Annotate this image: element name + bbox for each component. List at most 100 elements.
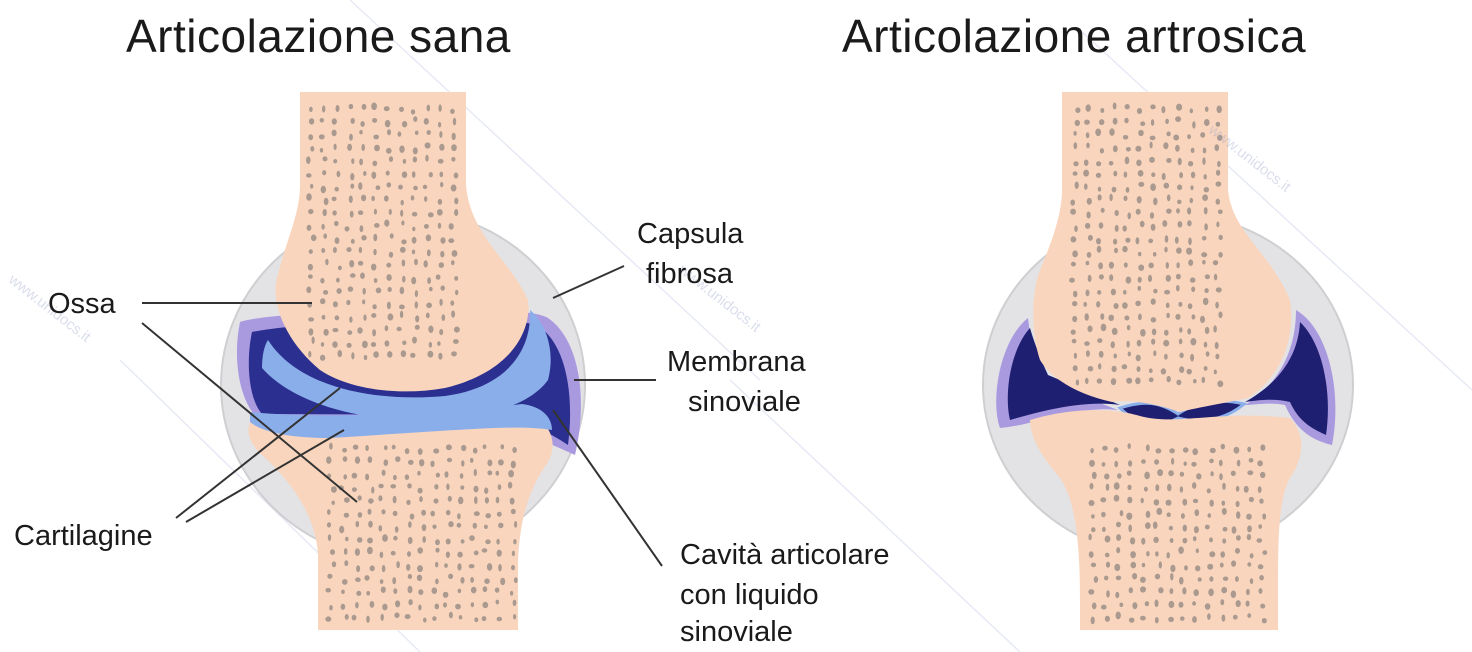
bone-pore — [378, 495, 382, 501]
bone-pore — [1164, 183, 1170, 189]
bone-pore — [336, 278, 340, 283]
bone-pore — [351, 352, 354, 359]
bone-pore — [1192, 121, 1195, 128]
bone-pore — [450, 109, 455, 114]
bone-pore — [1166, 209, 1172, 214]
bone-pore — [1086, 290, 1090, 297]
bone-pore — [1215, 302, 1219, 309]
bone-pore — [320, 118, 324, 123]
bone-pore — [323, 209, 327, 216]
title-arthritic-joint: Articolazione artrosica — [842, 6, 1306, 66]
bone-pore — [1128, 460, 1132, 466]
bone-pore — [323, 290, 328, 295]
bone-pore — [453, 339, 459, 344]
bone-pore — [368, 521, 373, 528]
bone-pore — [359, 130, 362, 134]
bone-pore — [415, 131, 419, 135]
bone-pore — [451, 351, 457, 356]
bone-pore — [1155, 551, 1159, 556]
bone-pore — [1247, 525, 1252, 532]
bone-pore — [338, 266, 342, 271]
bone-pore — [419, 496, 423, 502]
bone-pore — [351, 158, 354, 164]
bone-pore — [363, 171, 366, 176]
bone-pore — [1088, 235, 1093, 241]
bone-pore — [1192, 314, 1196, 319]
bone-pore — [374, 209, 377, 215]
bone-pore — [485, 513, 491, 518]
bone-pore — [387, 351, 392, 358]
bone-pore — [461, 445, 466, 451]
bone-pore — [448, 574, 453, 579]
bone-pore — [1086, 104, 1091, 111]
bone-pore — [1109, 128, 1114, 135]
bone-pore — [1257, 538, 1263, 543]
bone-pore — [1084, 341, 1090, 346]
bone-pore — [413, 157, 417, 163]
bone-pore — [308, 351, 311, 358]
bone-pore — [344, 548, 348, 555]
bone-pore — [428, 326, 433, 333]
bone-pore — [1216, 222, 1219, 228]
leader-cavity — [553, 410, 662, 566]
bone-pore — [1192, 616, 1197, 623]
bone-pore — [1075, 182, 1079, 189]
bone-pore — [1151, 224, 1156, 231]
bone-pore — [1231, 471, 1236, 476]
bone-pore — [1153, 522, 1158, 529]
bone-pore — [1260, 444, 1265, 450]
bone-pore — [1216, 287, 1222, 292]
bone-pore — [1168, 617, 1174, 622]
bone-pore — [1127, 497, 1132, 504]
bone-pore — [1153, 289, 1157, 294]
bone-pore — [455, 604, 461, 610]
bone-pore — [429, 287, 433, 291]
bone-pore — [487, 563, 492, 571]
bone-pore — [1073, 171, 1078, 175]
bone-pore — [336, 288, 341, 294]
bone-pore — [438, 159, 444, 164]
bone-pore — [1164, 354, 1168, 360]
bone-pore — [346, 247, 351, 252]
bone-pore — [1222, 501, 1226, 506]
bone-pore — [1083, 302, 1087, 307]
bone-pore — [1141, 498, 1144, 504]
bone-pore — [1182, 587, 1186, 594]
bone-pore — [352, 487, 357, 492]
bone-pore — [1247, 447, 1251, 453]
bone-pore — [1190, 338, 1196, 345]
bone-pore — [498, 564, 502, 571]
bone-pore — [371, 196, 375, 201]
bone-pore — [1155, 600, 1159, 608]
bone-pore — [1116, 534, 1121, 541]
bone-pore — [1089, 551, 1094, 558]
bone-pore — [429, 342, 432, 348]
bone-pore — [1085, 313, 1089, 320]
bone-pore — [1164, 290, 1170, 295]
bone-pore — [427, 249, 431, 256]
bone-pore — [1178, 547, 1184, 554]
bone-pore — [457, 563, 461, 570]
bone-pore — [436, 274, 441, 279]
bone-pore — [358, 512, 363, 518]
bone-pore — [1101, 605, 1107, 610]
bone-pore — [1105, 536, 1111, 543]
bone-pore — [1207, 613, 1211, 620]
bone-pore — [1083, 170, 1089, 177]
bone-pore — [401, 350, 406, 357]
bone-pore — [376, 185, 381, 190]
bone-pore — [448, 521, 453, 527]
bone-pore — [1190, 198, 1194, 203]
bone-pore — [1166, 275, 1171, 282]
bone-pore — [372, 304, 376, 309]
bone-pore — [1246, 514, 1252, 520]
bone-pore — [426, 313, 430, 319]
bone-pore — [469, 535, 475, 541]
bone-pore — [356, 521, 360, 527]
bone-pore — [1125, 157, 1130, 165]
bone-pore — [417, 575, 422, 581]
bone-pore — [1204, 207, 1208, 214]
bone-pore — [1206, 351, 1210, 356]
bone-pore — [1231, 560, 1236, 566]
bone-pore — [401, 200, 404, 206]
